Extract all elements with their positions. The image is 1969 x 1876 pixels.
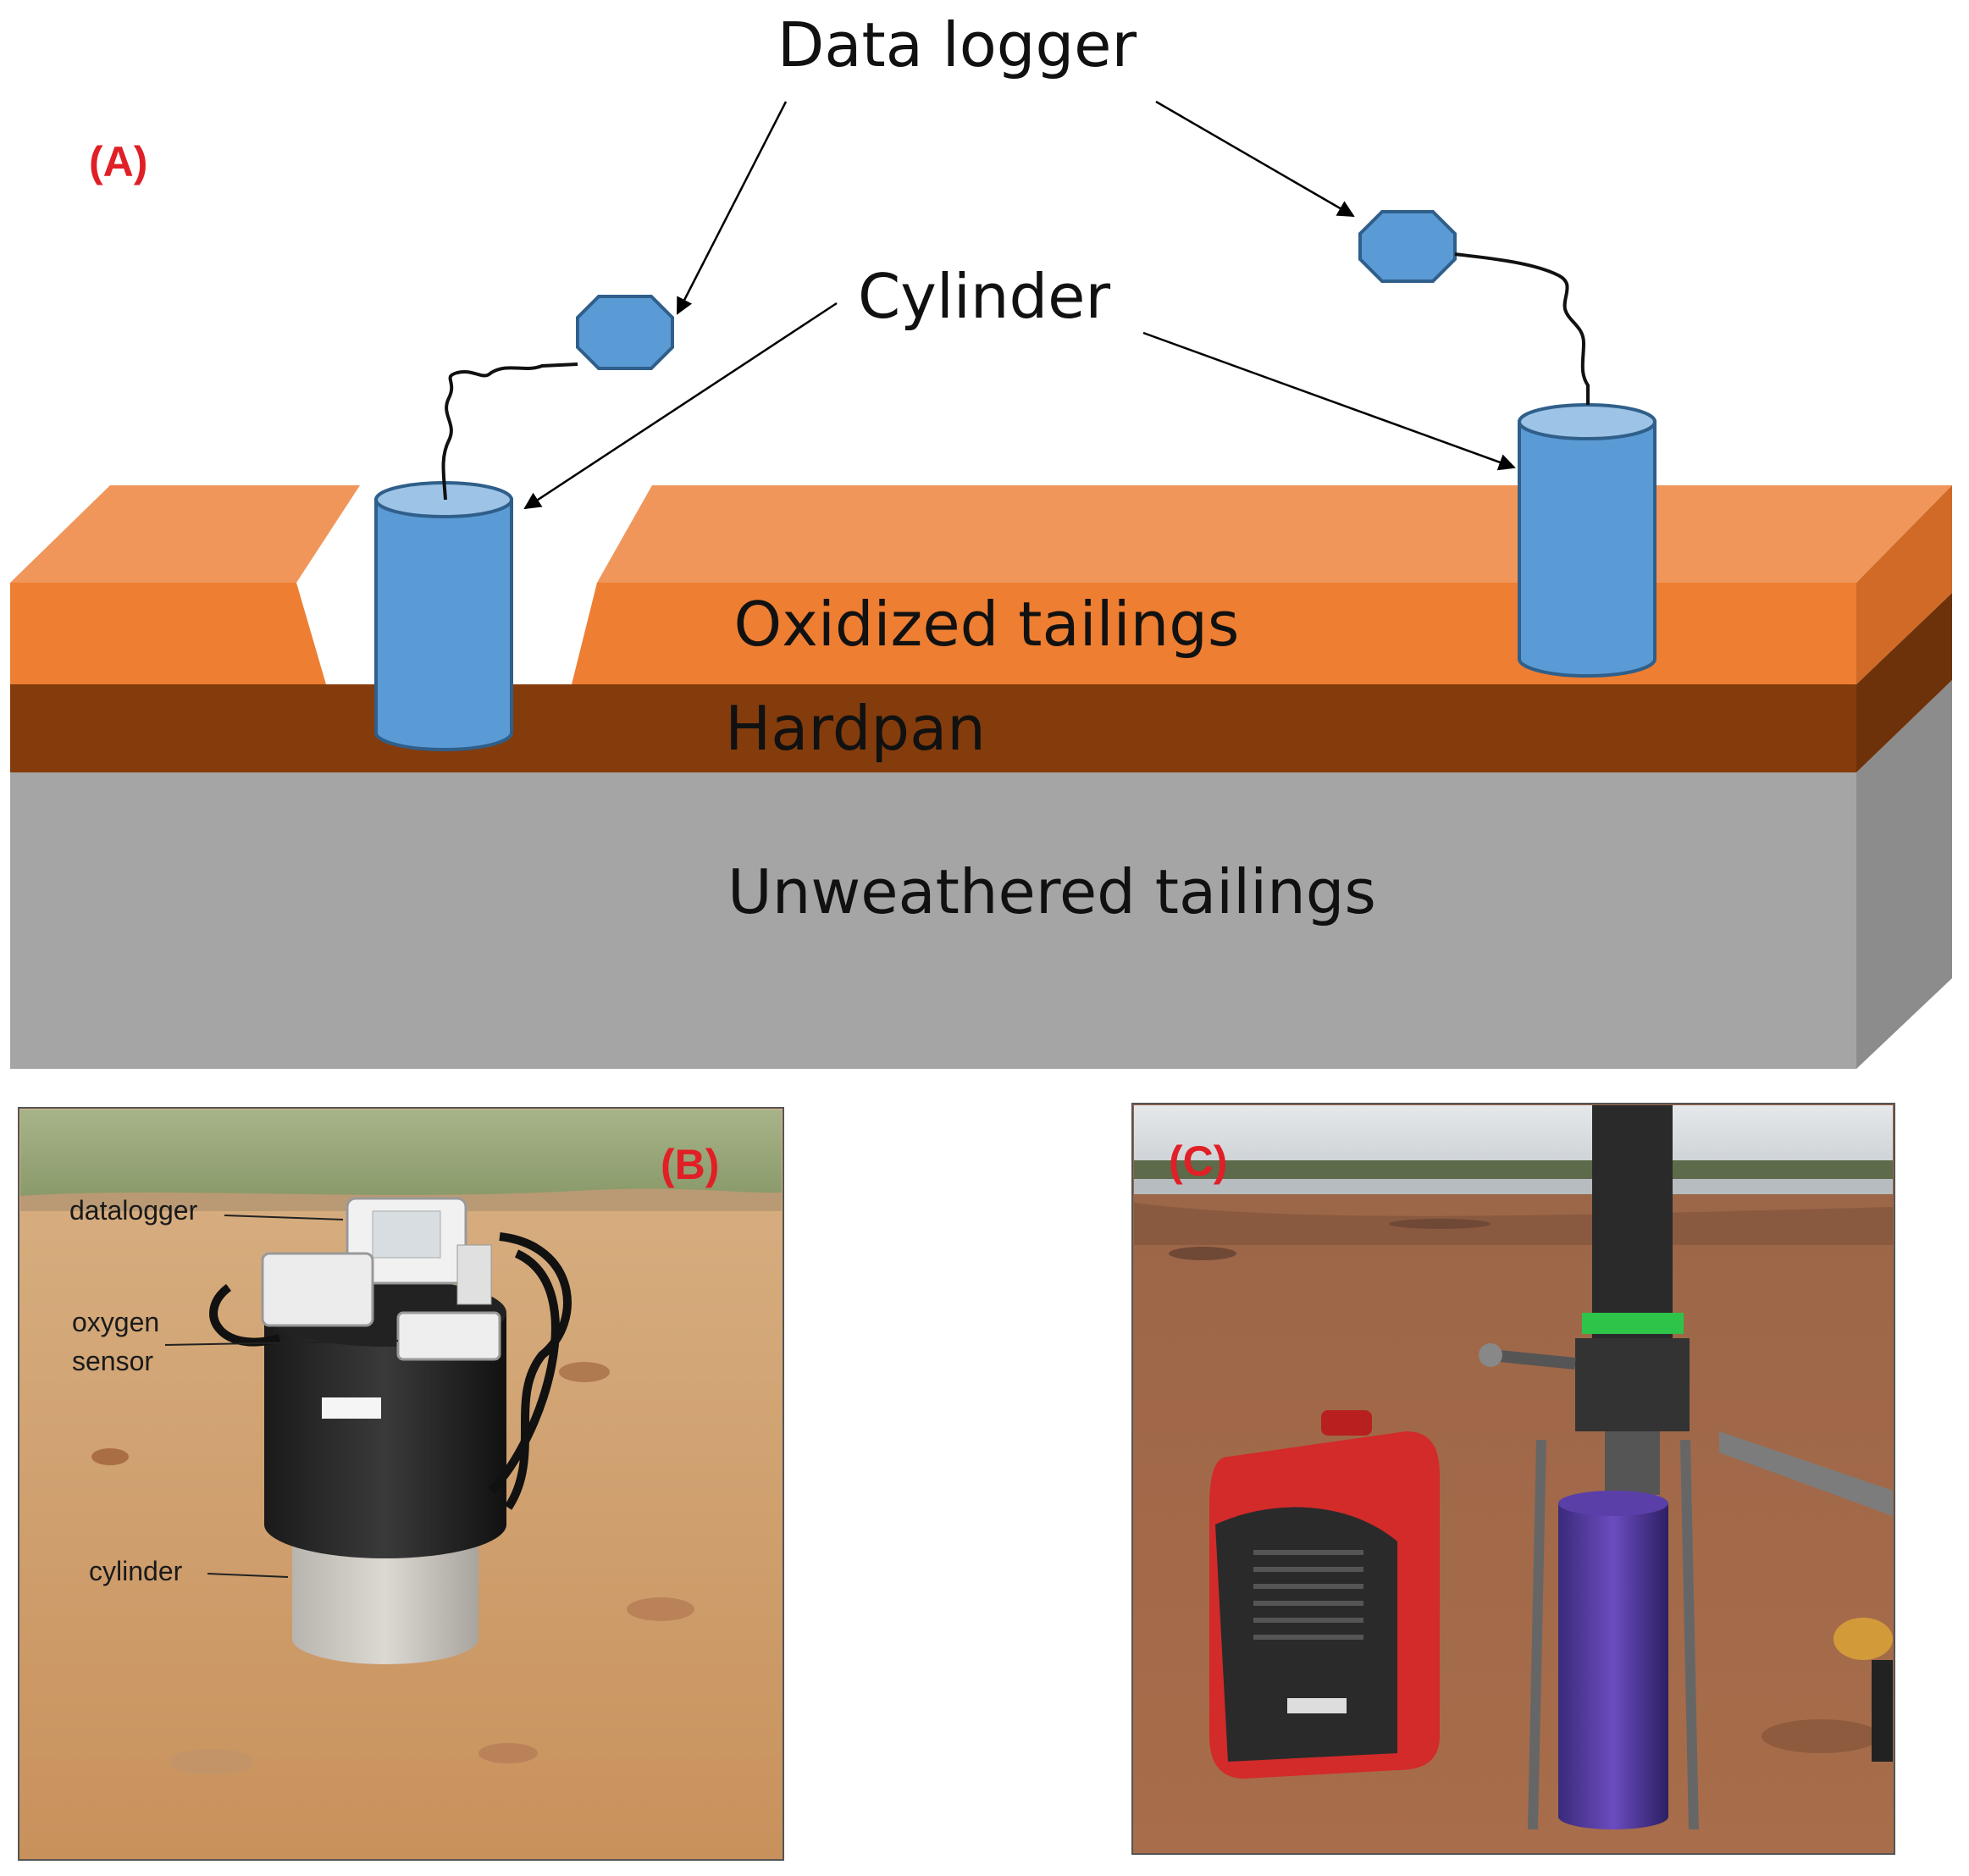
cylinder-left (374, 481, 513, 751)
oxygen-sensor-box (396, 1311, 501, 1361)
panel-c-tag: (C) (1169, 1137, 1227, 1185)
arrow-datalogger-to-left (676, 101, 788, 315)
cylinder-photo-label: cylinder (89, 1556, 183, 1586)
cylinder-right (1518, 403, 1657, 678)
oxygen-label: oxygen (72, 1307, 159, 1337)
unweathered-layer (10, 680, 1952, 1069)
panel-a-diagram: (A) Data logger Cylinder Oxidized tailin… (10, 9, 1952, 1069)
oxidized-tailings-label: Oxidized tailings (734, 589, 1240, 660)
data-logger-label: Data logger (777, 9, 1137, 80)
unweathered-tailings-label: Unweathered tailings (727, 856, 1376, 927)
cable-left (441, 362, 578, 501)
cylinder-label: Cylinder (858, 261, 1111, 332)
panel-a-tag: (A) (89, 138, 147, 185)
concrete-cylinder (292, 1525, 478, 1664)
arrow-datalogger-to-right (1155, 100, 1355, 218)
panel-b-tag: (B) (661, 1141, 719, 1188)
hardpan-label: Hardpan (725, 693, 986, 764)
datalogger-label: datalogger (69, 1195, 198, 1226)
cable-right (1454, 252, 1590, 405)
data-logger-right-icon (1358, 210, 1457, 283)
black-drum (264, 1313, 506, 1558)
arrow-cylinder-to-right (1142, 331, 1516, 471)
sensor-label: sensor (72, 1346, 153, 1376)
panel-c-photo: (C) (1131, 1103, 1895, 1855)
arrow-cylinder-to-left (523, 302, 838, 510)
data-logger-left-icon (576, 295, 674, 370)
core-barrel (1558, 1503, 1668, 1829)
panel-b-photo: (B) datalogger oxygen sensor cylinder (18, 1107, 784, 1861)
